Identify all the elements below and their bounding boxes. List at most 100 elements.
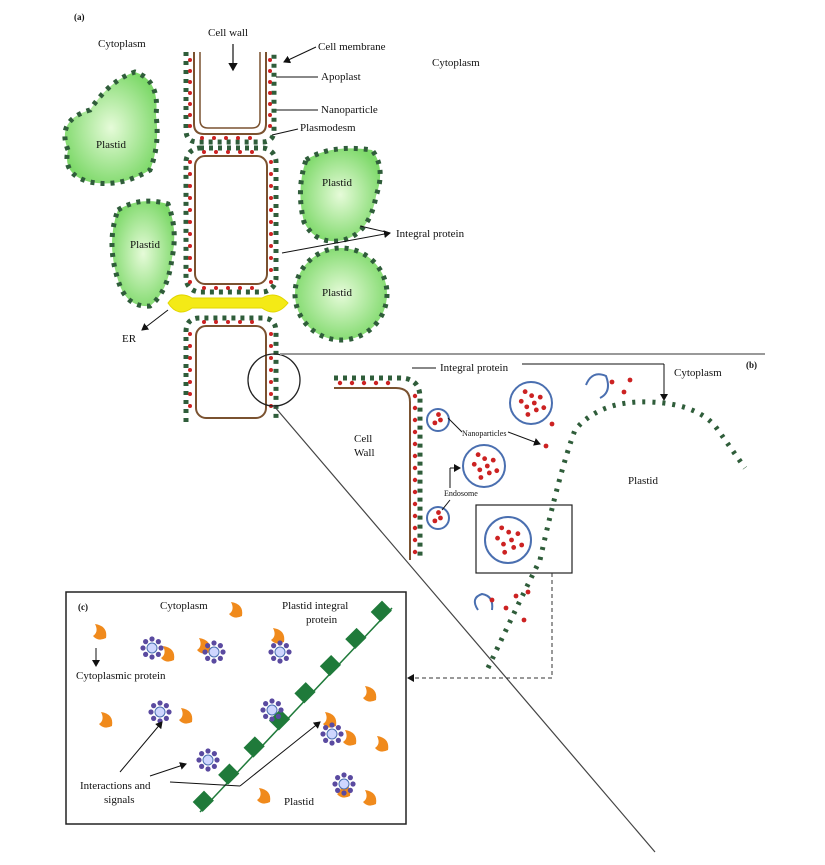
complex-subunit [268, 649, 274, 655]
nanoparticle-dot [412, 525, 418, 531]
complex-subunit [163, 703, 169, 709]
integral-protein-square [294, 682, 316, 704]
complex-subunit [220, 649, 226, 655]
label-cytoplasm-c: Cytoplasm [160, 600, 208, 612]
nanoparticle-dot [471, 461, 477, 467]
complex-subunit [151, 715, 157, 721]
cell-middle [183, 145, 279, 295]
label-nanoparticle: Nanoparticle [321, 104, 378, 116]
vesicle-small-1 [426, 408, 450, 432]
nanoparticle-dot [268, 69, 272, 73]
cytoplasmic-protein-shape [363, 686, 377, 702]
nanoparticle-dot [436, 510, 441, 515]
nanoparticle-dot [269, 268, 273, 272]
complex-subunit [263, 701, 269, 707]
nanoparticle-dot [609, 379, 615, 385]
endoplasmic-reticulum [167, 294, 289, 313]
nanoparticle-dot [188, 69, 192, 73]
label-cytoplasmic-protein: Cytoplasmic protein [76, 670, 166, 682]
cytoplasmic-protein-shape [257, 788, 271, 804]
label-apoplast: Apoplast [321, 71, 361, 83]
label-plastid-b: Plastid [628, 475, 658, 487]
nanoparticle-dot [412, 537, 418, 543]
nanoparticle-dot [250, 150, 254, 154]
nanoparticle-dot [268, 102, 272, 106]
complex-subunit [166, 709, 172, 715]
nanoparticle-dot [238, 150, 242, 154]
complex-subunit [329, 740, 335, 746]
cell-top [183, 52, 277, 145]
plastid-label-2: Plastid [130, 239, 160, 251]
complex-subunit [155, 639, 161, 645]
nanoparticle-dot [412, 417, 418, 423]
complex-subunit [140, 645, 146, 651]
nanoparticle-dot [188, 196, 192, 200]
complex-subunit [278, 707, 284, 713]
complex-subunit [143, 651, 149, 657]
nanoparticle-dot [269, 356, 273, 360]
cytoplasmic-protein-shape [229, 602, 243, 618]
nanoparticle-dot [200, 136, 204, 140]
complex-subunit [347, 775, 353, 781]
nanoparticle-dot [490, 457, 496, 463]
label-plasmodesm: Plasmodesm [300, 122, 356, 134]
nanoparticle-dot [188, 208, 192, 212]
cytoplasmic-protein-shape [343, 730, 357, 746]
nanoparticle-dot [188, 332, 192, 336]
complex-subunit [155, 651, 161, 657]
nanoparticle-dot [627, 377, 633, 383]
nanoparticle-dot [188, 268, 192, 272]
label-plastid-integral-1: Plastid integral [282, 600, 348, 612]
nanoparticle-complexes [140, 636, 356, 796]
complex-subunit [350, 781, 356, 787]
nanoparticle-dot [501, 541, 506, 547]
nanoparticle-dot [478, 475, 484, 480]
nanoparticle-dot [513, 593, 519, 599]
vesicle-boxed [484, 516, 532, 564]
nanoparticle-dot [503, 605, 509, 611]
nanoparticle-dot [412, 393, 418, 399]
nanoparticle-dot [432, 420, 438, 426]
complex-subunit [263, 713, 269, 719]
complex-subunit [335, 737, 341, 743]
cytoplasmic-protein-shape [161, 646, 175, 662]
complex-subunit [341, 790, 347, 796]
cytoplasmic-protein-shape [363, 790, 377, 806]
complex-subunit [205, 655, 211, 661]
nanoparticle-dot [412, 453, 418, 459]
nanoparticle-dot [509, 537, 514, 543]
label-integral-protein-a: Integral protein [396, 228, 465, 240]
nanoparticle-dot [269, 184, 273, 188]
nanoparticle-dot [269, 244, 273, 248]
complex-subunit [149, 654, 155, 660]
label-endosome: Endosome [444, 489, 478, 498]
label-plastid-integral-2: protein [306, 614, 338, 626]
label-interactions-1: Interactions and [80, 780, 151, 792]
vesicle-open-top [585, 373, 609, 399]
nanoparticle-dot [214, 150, 218, 154]
nanoparticle-dot [268, 113, 272, 117]
nanoparticle-dot [495, 535, 500, 541]
cytoplasmic-protein-shape [99, 712, 113, 728]
nanoparticle-dot [188, 380, 192, 384]
label-cell-membrane: Cell membrane [318, 41, 386, 53]
complex-subunit [163, 715, 169, 721]
nanoparticle-dot [188, 244, 192, 248]
nanoparticle-dot [188, 392, 192, 396]
complex-subunit [211, 751, 217, 757]
nanoparticle-dot [515, 531, 521, 537]
zoom-box-b [475, 504, 573, 574]
label-nanoparticles: Nanoparticles [462, 429, 506, 438]
complex-subunit [341, 772, 347, 778]
plastid-label-4: Plastid [322, 287, 352, 299]
complex-subunit [338, 731, 344, 737]
nanoparticle-dot [202, 150, 206, 154]
nanoparticle-dot [238, 286, 242, 290]
label-cytoplasm-left: Cytoplasm [98, 38, 146, 50]
complex-core [202, 754, 214, 766]
nanoparticle-dot [269, 344, 273, 348]
panel-b: (b) Integral protein Cytoplasm Cell Wall… [334, 360, 757, 682]
nanoparticle-dot [525, 412, 531, 417]
integral-protein-square [345, 627, 367, 650]
